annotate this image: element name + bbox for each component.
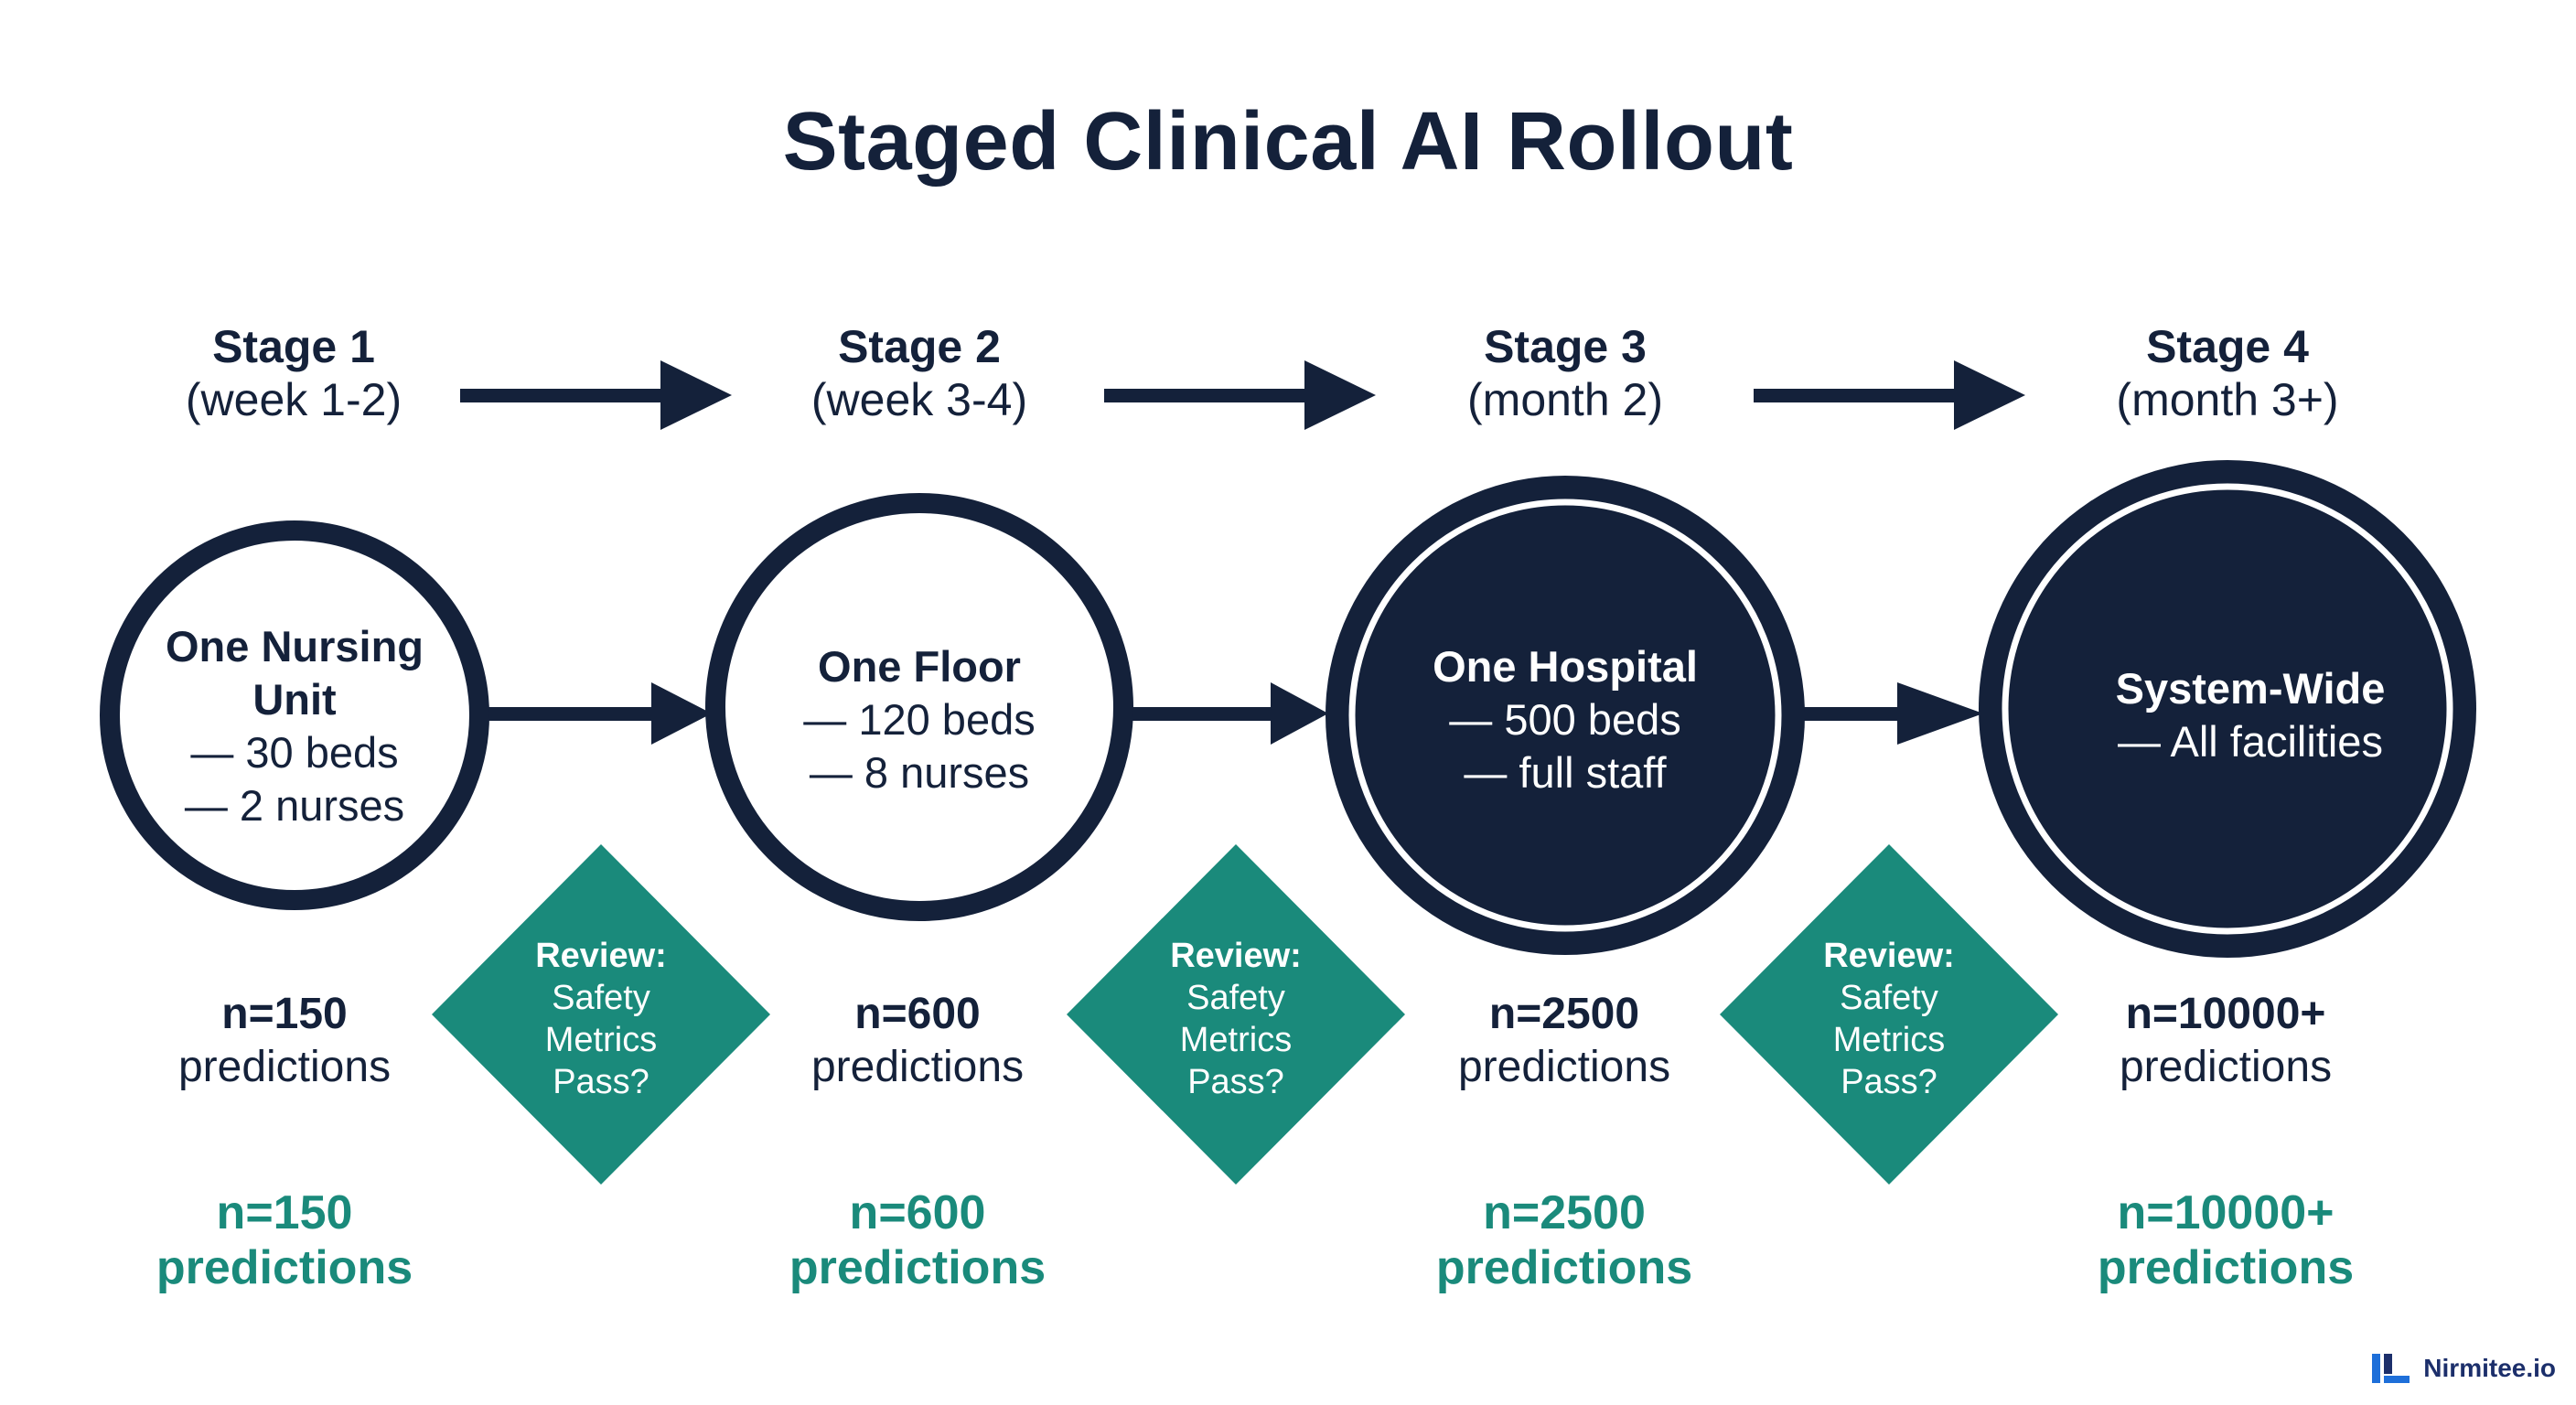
- review-2-line2: Safety: [1186, 979, 1285, 1017]
- stage-4-n-value-green: n=10000+: [2117, 1186, 2334, 1239]
- stage-3-scope-detail-2: — full staff: [1464, 748, 1667, 797]
- stage-1-name: Stage 1: [212, 321, 375, 372]
- stage-4-period: (month 3+): [2116, 374, 2339, 425]
- stage-1-predictions: n=150 predictions: [178, 988, 391, 1094]
- review-1-text: Review: Safety Metrics Pass?: [535, 935, 667, 1103]
- stage-1-circle: [100, 520, 489, 910]
- page-title: Staged Clinical AI Rollout: [782, 96, 1794, 188]
- stage-3-circle: [1326, 476, 1805, 955]
- stage-2-predictions: n=600 predictions: [811, 988, 1024, 1094]
- review-3-text: Review: Safety Metrics Pass?: [1823, 935, 1955, 1103]
- review-3-line3: Metrics: [1832, 1021, 1946, 1059]
- stage-2-scope-title: One Floor: [818, 642, 1021, 691]
- connector-arrow-3: [1802, 682, 1983, 745]
- stage-3-name: Stage 3: [1484, 321, 1647, 372]
- stage-1-n-value: n=150: [221, 990, 348, 1038]
- stage-4-n-value: n=10000+: [2125, 990, 2326, 1038]
- review-3-line1: Review:: [1823, 937, 1955, 975]
- stage-1-scope-detail-2: — 2 nurses: [184, 781, 405, 830]
- stage-1-predictions-highlight: n=150 predictions: [156, 1185, 413, 1295]
- stage-4-name: Stage 4: [2146, 321, 2309, 372]
- review-1-line1: Review:: [535, 937, 667, 975]
- connector-arrow-2: [1130, 682, 1328, 745]
- stage-4-predictions-highlight: n=10000+ predictions: [2098, 1185, 2354, 1295]
- nirmitee-logo-icon: [2372, 1354, 2410, 1383]
- stage-2-name: Stage 2: [838, 321, 1001, 372]
- stage-3-scope-detail-1: — 500 beds: [1449, 695, 1681, 744]
- stage-4-circle: [1979, 460, 2476, 958]
- stage-2-scope-detail-2: — 8 nurses: [809, 748, 1030, 797]
- review-2-line1: Review:: [1170, 937, 1302, 975]
- stage-1-n-value-green: n=150: [216, 1186, 353, 1239]
- stage-1-n-label: predictions: [177, 1043, 392, 1091]
- timeline-arrow-1: [460, 360, 732, 430]
- brand-watermark: Nirmitee.io: [2372, 1352, 2556, 1385]
- review-diamond-2: [1067, 844, 1405, 1185]
- stage-3-n-value: n=2500: [1488, 990, 1640, 1038]
- stage-1-period: (week 1-2): [185, 374, 402, 425]
- stage-3-scope: One Hospital — 500 beds — full staff: [1433, 640, 1698, 799]
- stage-2-predictions-highlight: n=600 predictions: [789, 1185, 1046, 1295]
- stage-3-period: (month 2): [1467, 374, 1663, 425]
- stage-4-scope-title: System-Wide: [2115, 664, 2386, 713]
- stage-1-n-label-green: predictions: [156, 1241, 413, 1294]
- stage-2-n-value: n=600: [854, 990, 981, 1038]
- stage-3-n-label-green: predictions: [1435, 1241, 1693, 1294]
- review-diamond-3: [1720, 844, 2058, 1185]
- stage-3-n-value-green: n=2500: [1483, 1186, 1646, 1239]
- review-1-line4: Pass?: [553, 1063, 649, 1101]
- timeline-arrow-3: [1754, 360, 2025, 430]
- stage-2-n-value-green: n=600: [849, 1186, 986, 1239]
- stage-1-scope: One Nursing Unit — 30 beds — 2 nurses: [166, 620, 424, 832]
- stage-2-n-label: predictions: [810, 1043, 1025, 1091]
- review-1-line3: Metrics: [544, 1021, 658, 1059]
- connector-arrow-1: [483, 682, 712, 745]
- stage-4-n-label-green: predictions: [2097, 1241, 2355, 1294]
- stage-3-predictions-highlight: n=2500 predictions: [1436, 1185, 1692, 1295]
- stage-2-n-label-green: predictions: [789, 1241, 1046, 1294]
- stage-4-scope-detail-1: — All facilities: [2118, 717, 2383, 766]
- stage-4-predictions: n=10000+ predictions: [2120, 988, 2332, 1094]
- stage-4-inner-ring: [2002, 483, 2453, 935]
- stage-4-scope: System-Wide — All facilities: [2116, 662, 2386, 768]
- stage-2-period: (week 3-4): [810, 374, 1028, 425]
- stage-1-scope-title-line2: Unit: [252, 675, 337, 724]
- stage-4-n-label: predictions: [2119, 1043, 2333, 1091]
- brand-name: Nirmitee.io: [2423, 1354, 2556, 1382]
- stage-3-scope-title: One Hospital: [1433, 642, 1698, 691]
- review-3-line4: Pass?: [1841, 1063, 1937, 1101]
- stage-3-predictions: n=2500 predictions: [1458, 988, 1670, 1094]
- review-3-line2: Safety: [1840, 979, 1938, 1017]
- stage-2-scope: One Floor — 120 beds — 8 nurses: [803, 640, 1035, 799]
- review-1-line2: Safety: [552, 979, 650, 1017]
- review-diamond-1: [432, 844, 770, 1185]
- stage-3-n-label: predictions: [1457, 1043, 1671, 1091]
- review-2-text: Review: Safety Metrics Pass?: [1170, 935, 1302, 1103]
- review-2-line4: Pass?: [1187, 1063, 1284, 1101]
- timeline-arrow-2: [1104, 360, 1376, 430]
- stage-2-circle: [705, 493, 1133, 921]
- stage-1-scope-title-line1: One Nursing: [165, 622, 424, 670]
- stage-1-scope-detail-1: — 30 beds: [190, 728, 399, 777]
- stage-2-scope-detail-1: — 120 beds: [803, 695, 1036, 744]
- stage-3-inner-ring: [1348, 499, 1782, 932]
- review-2-line3: Metrics: [1179, 1021, 1293, 1059]
